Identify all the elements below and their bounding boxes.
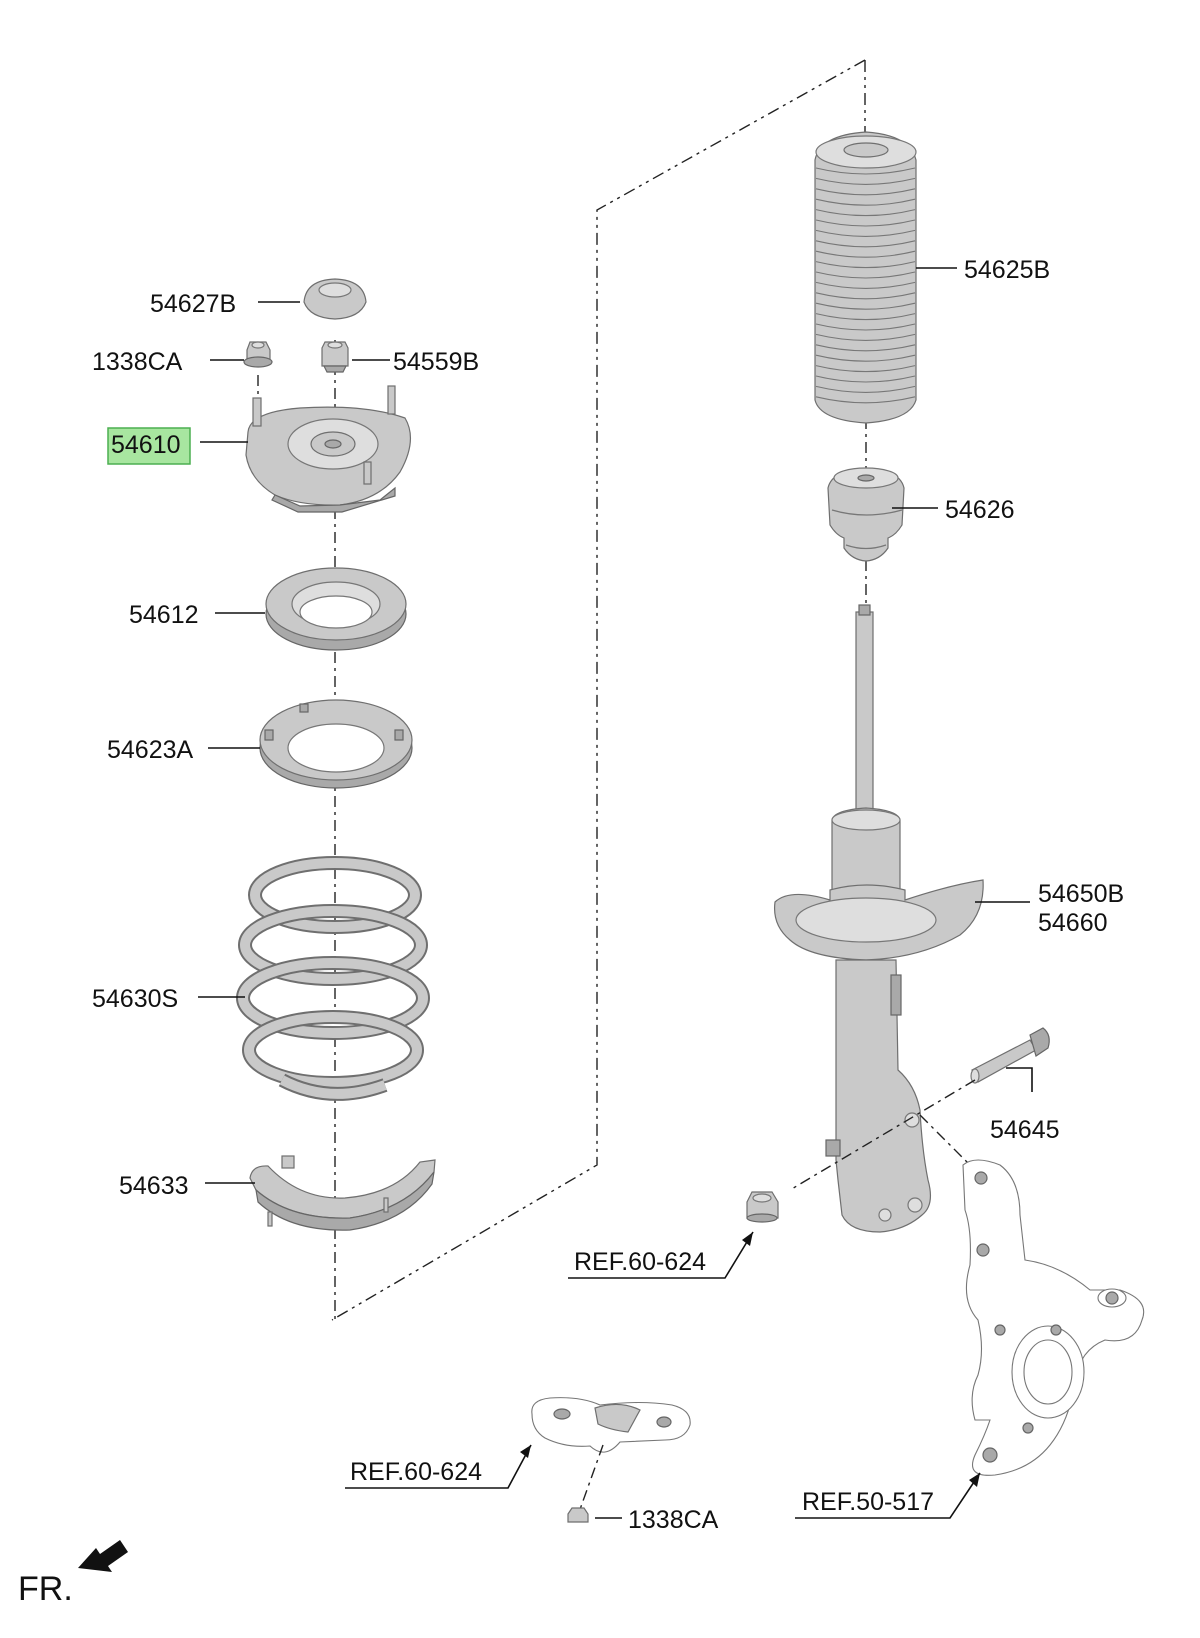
label-54559b[interactable]: 54559B <box>393 348 479 376</box>
boot-rib <box>815 302 916 310</box>
highlight-54610 <box>107 427 191 465</box>
strut-bolt-part[interactable] <box>970 1027 1050 1084</box>
label-54626[interactable]: 54626 <box>945 496 1015 524</box>
flange-nut-part[interactable] <box>243 341 273 368</box>
boot-rib <box>815 271 916 279</box>
boot-rib <box>815 167 916 175</box>
boot-rib <box>815 209 916 217</box>
front-label: FR. <box>18 1570 73 1608</box>
label-ref-60-624-plate[interactable]: REF.60-624 <box>350 1458 482 1486</box>
label-54650b[interactable]: 54650B <box>1038 880 1124 908</box>
boot-rib <box>815 292 916 300</box>
label-1338ca-top[interactable]: 1338CA <box>92 348 183 376</box>
label-54612[interactable]: 54612 <box>129 601 199 629</box>
label-54630s[interactable]: 54630S <box>92 985 178 1013</box>
knuckle-centerline <box>919 1114 976 1171</box>
spring-pad-part[interactable] <box>259 699 413 789</box>
label-54627b[interactable]: 54627B <box>150 290 236 318</box>
label-54633[interactable]: 54633 <box>119 1172 189 1200</box>
boot-rib <box>815 344 916 352</box>
label-54625b[interactable]: 54625B <box>964 256 1050 284</box>
coil-spring-part[interactable] <box>236 856 430 1101</box>
bottom-flange-nut-part[interactable] <box>567 1507 589 1523</box>
steering-knuckle-part[interactable] <box>962 1159 1145 1476</box>
lock-nut-part[interactable] <box>321 341 349 373</box>
label-1338ca-bottom[interactable]: 1338CA <box>628 1506 719 1534</box>
boot-rib <box>815 313 916 321</box>
bracket-plate-part[interactable] <box>531 1397 691 1453</box>
boot-rib <box>815 385 916 393</box>
boot-rib <box>815 198 916 206</box>
plate-centerline <box>577 1444 604 1516</box>
leader-arrowheads <box>520 1232 980 1487</box>
boot-rib <box>815 375 916 383</box>
label-54645[interactable]: 54645 <box>990 1116 1060 1144</box>
boot-rib <box>815 177 916 185</box>
label-54623a[interactable]: 54623A <box>107 736 194 764</box>
boot-rib <box>815 229 916 237</box>
boot-rib <box>815 219 916 227</box>
label-54610[interactable]: 54610 <box>111 431 181 459</box>
dust-boot-ribs <box>815 167 916 404</box>
boot-rib <box>815 396 916 404</box>
boot-rib <box>815 333 916 341</box>
strut-mount-part[interactable] <box>245 385 411 513</box>
bearing-part[interactable] <box>265 567 407 651</box>
bump-stop-part[interactable] <box>827 467 905 562</box>
label-ref-50-517[interactable]: REF.50-517 <box>802 1488 934 1516</box>
boot-rib <box>815 365 916 373</box>
assembly-phantom-line <box>331 59 866 1321</box>
arrow-front-left-icon <box>78 1540 128 1572</box>
boot-rib <box>815 250 916 258</box>
lower-spring-pad-part[interactable] <box>249 1155 436 1231</box>
strut-assembly-part[interactable] <box>773 604 984 1233</box>
boot-rib <box>815 323 916 331</box>
dust-cap-part[interactable] <box>303 278 367 320</box>
boot-rib <box>815 354 916 362</box>
boot-rib <box>815 261 916 269</box>
boot-rib <box>815 281 916 289</box>
boot-rib <box>815 188 916 196</box>
strut-nut-part[interactable] <box>746 1191 779 1223</box>
leader-lines <box>198 267 1033 1519</box>
boot-rib <box>815 240 916 248</box>
label-54660[interactable]: 54660 <box>1038 909 1108 937</box>
label-ref-60-624-nut[interactable]: REF.60-624 <box>574 1248 706 1276</box>
